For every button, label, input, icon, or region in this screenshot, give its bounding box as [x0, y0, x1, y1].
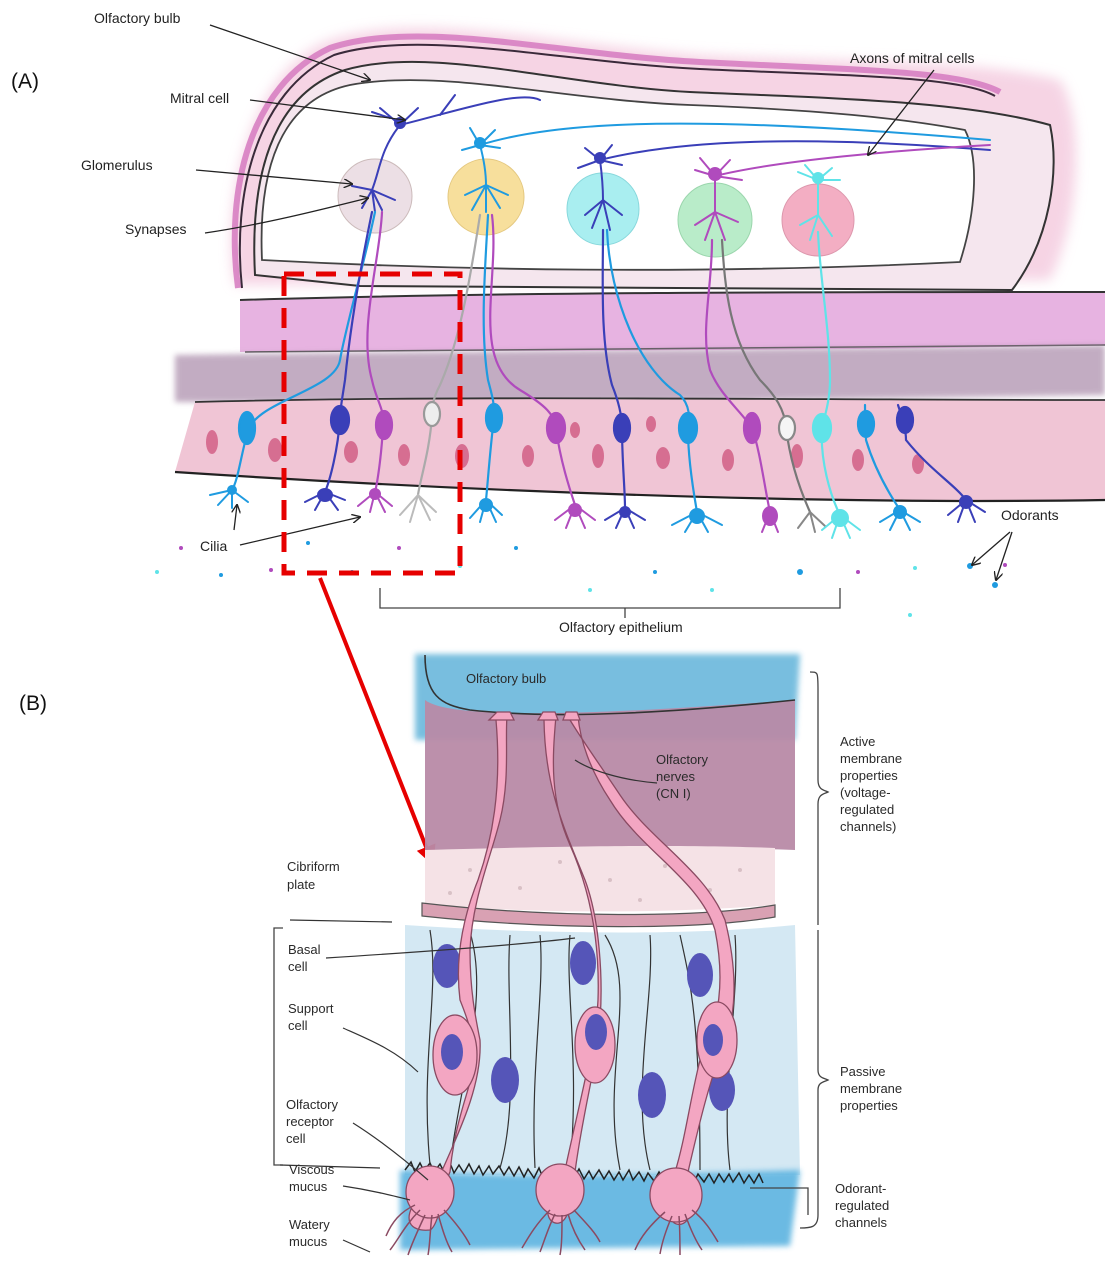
label-odorants: Odorants [1001, 506, 1059, 524]
label-b-active-line6: channels) [840, 818, 896, 835]
lamina-propria-mauve-band [175, 345, 1105, 403]
label-b-active-line2: membrane [840, 750, 902, 767]
label-b-viscous-line2: mucus [289, 1178, 327, 1195]
label-b-passive-line1: Passive [840, 1063, 886, 1080]
label-b-olfactory-nerves-line1: Olfactory [656, 751, 708, 768]
label-b-cribriform-line1: Cibriform [287, 858, 340, 875]
b-mucus-layer [400, 1170, 800, 1250]
label-b-basal-line1: Basal [288, 941, 321, 958]
label-b-passive-line2: membrane [840, 1080, 902, 1097]
label-b-watery-line1: Watery [289, 1216, 330, 1233]
label-b-receptor-line3: cell [286, 1130, 306, 1147]
label-b-cribriform-line2: plate [287, 876, 315, 893]
label-b-active-line5: regulated [840, 801, 894, 818]
label-b-active-line4: (voltage- [840, 784, 891, 801]
label-b-support-line2: cell [288, 1017, 308, 1034]
label-b-receptor-line2: receptor [286, 1113, 334, 1130]
panel-b-artwork [274, 654, 828, 1255]
label-mitral-cell: Mitral cell [170, 89, 229, 107]
label-cilia: Cilia [200, 537, 227, 555]
epithelium-bracket [380, 588, 840, 618]
label-b-odorant-line1: Odorant- [835, 1180, 886, 1197]
label-glomerulus: Glomerulus [81, 156, 153, 174]
label-b-watery-line2: mucus [289, 1233, 327, 1250]
b-left-bracket [274, 928, 283, 1165]
label-b-viscous-line1: Viscous [289, 1161, 334, 1178]
label-synapses: Synapses [125, 220, 186, 238]
label-b-basal-line2: cell [288, 958, 308, 975]
panel-b-label: (B) [19, 692, 47, 716]
label-b-olfactory-bulb: Olfactory bulb [466, 670, 546, 687]
label-b-olfactory-nerves-line2: nerves [656, 768, 695, 785]
label-b-odorant-line3: channels [835, 1214, 887, 1231]
epithelium-band [175, 398, 1105, 501]
label-axons-of-mitral-cells: Axons of mitral cells [850, 49, 974, 67]
label-b-active-line1: Active [840, 733, 875, 750]
label-b-olfactory-nerves-line3: (CN I) [656, 785, 691, 802]
odorant-particles [155, 541, 1007, 617]
panel-a-label: (A) [11, 70, 39, 94]
label-b-odorant-line2: regulated [835, 1197, 889, 1214]
b-cribriform-plate [425, 846, 775, 911]
label-b-passive-line3: properties [840, 1097, 898, 1114]
label-b-active-line3: properties [840, 767, 898, 784]
label-b-support-line1: Support [288, 1000, 334, 1017]
label-b-receptor-line1: Olfactory [286, 1096, 338, 1113]
label-olfactory-epithelium: Olfactory epithelium [559, 618, 683, 636]
label-olfactory-bulb: Olfactory bulb [94, 9, 180, 27]
